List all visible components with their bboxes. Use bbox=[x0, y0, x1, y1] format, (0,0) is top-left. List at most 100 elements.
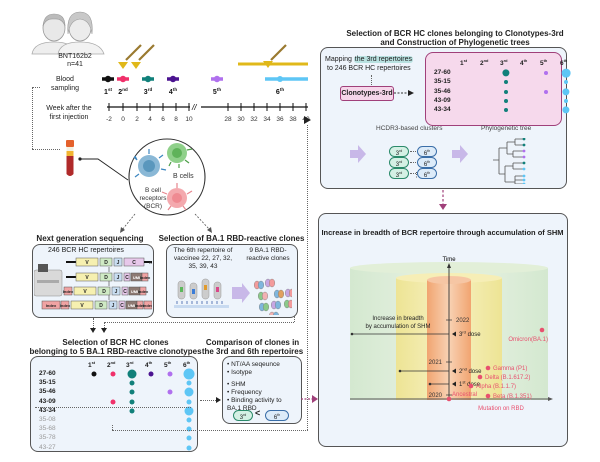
segment-label: V bbox=[83, 289, 87, 295]
polya-tail: AAAA bbox=[149, 260, 152, 265]
clone-id: 35-46 bbox=[39, 388, 56, 396]
week-tick-label: 8 bbox=[174, 116, 178, 123]
week-tick-label: 4 bbox=[148, 116, 152, 123]
column-header: 2nd bbox=[107, 360, 116, 370]
tree-branches bbox=[493, 138, 523, 184]
cluster-link bbox=[410, 151, 416, 152]
mapping-suffix: to 246 BCR HC repertoires bbox=[327, 65, 411, 72]
clone-icon bbox=[274, 300, 281, 310]
tree-leaf bbox=[522, 155, 526, 159]
clone-frequency-dot bbox=[129, 408, 135, 414]
cluster-3rd: 3rd bbox=[389, 146, 409, 157]
segment-label: C bbox=[120, 303, 124, 309]
clone-id: 35-15 bbox=[434, 78, 451, 86]
injection-marker bbox=[118, 62, 128, 69]
clone-icon bbox=[257, 280, 264, 290]
comparison-bullet: • Binding activity to BA.1 RBD bbox=[227, 397, 282, 412]
arrow-icon bbox=[232, 283, 250, 303]
clone-id: 35-68 bbox=[39, 425, 56, 433]
connector-line bbox=[371, 75, 372, 85]
connector-line bbox=[93, 318, 94, 330]
arrow-icon bbox=[301, 395, 318, 403]
injection-marker bbox=[131, 62, 141, 69]
cluster-6th: 6th bbox=[417, 168, 437, 179]
tree-leaf bbox=[522, 143, 526, 147]
clone-frequency-dot bbox=[110, 399, 116, 405]
segment-v bbox=[70, 300, 94, 310]
year-label: 2020 bbox=[429, 393, 443, 399]
cluster-link bbox=[410, 162, 416, 163]
week-tick-label: 2 bbox=[135, 116, 139, 123]
variant-label: Ancestral bbox=[452, 392, 477, 398]
connector-line bbox=[307, 125, 308, 430]
breadth-arrow-end bbox=[398, 369, 402, 373]
clone-frequency-dot bbox=[186, 417, 192, 423]
clone-frequency-dot bbox=[129, 389, 135, 395]
clone-id: 43-27 bbox=[39, 443, 56, 451]
sampling-marker bbox=[277, 76, 283, 82]
segment-d bbox=[94, 300, 108, 310]
increase-label: Increase in breadth bbox=[372, 316, 423, 322]
arrow-icon bbox=[394, 90, 414, 96]
clone-frequency-dot bbox=[504, 80, 508, 85]
clone-frequency-dot bbox=[186, 445, 192, 451]
bcell-magnified-view bbox=[128, 138, 206, 216]
comparison-panel: • NT/AA seqeunce• Isotype• SHM• Frequenc… bbox=[222, 356, 302, 424]
breadth-arrow-end bbox=[350, 332, 354, 336]
segment-label: Index bbox=[135, 303, 146, 308]
clone-frequency-dot bbox=[561, 68, 571, 78]
segment-j bbox=[108, 300, 118, 310]
dose-marker bbox=[452, 368, 456, 374]
variant-label: Omicron(BA.1) bbox=[508, 337, 548, 343]
arrow-icon bbox=[90, 328, 107, 333]
variant-label: Beta (B.1.351) bbox=[493, 394, 532, 400]
variant-point bbox=[539, 327, 545, 333]
segment-c bbox=[121, 286, 129, 296]
clone-frequency-dot bbox=[504, 98, 508, 103]
segment-label: D bbox=[99, 303, 103, 309]
clone-frequency-dot bbox=[564, 98, 568, 103]
segment-j bbox=[113, 272, 123, 282]
segment-label: D bbox=[104, 260, 108, 266]
breadth-title: Increase in breadth of BCR repertoire th… bbox=[321, 228, 564, 237]
clone-icon bbox=[262, 302, 269, 312]
column-header: 2nd bbox=[480, 58, 489, 68]
dose-marker bbox=[452, 381, 456, 387]
week-tick-label: 28 bbox=[224, 116, 232, 123]
tree-leaf bbox=[522, 174, 526, 178]
segment-v bbox=[75, 257, 99, 267]
bcr-label: B cell receptors (BCR) bbox=[139, 187, 167, 210]
week-tick-label: 36 bbox=[276, 116, 284, 123]
segment-label: J bbox=[112, 303, 115, 309]
axis-arrow bbox=[548, 397, 553, 401]
clone-frequency-dot bbox=[129, 399, 135, 405]
variant-label: Delta (B.1.617.2) bbox=[485, 375, 530, 381]
clone-id: 43-34 bbox=[434, 106, 451, 114]
ba1-right-text: 9 BA.1 RBD-reactive clones bbox=[246, 247, 290, 262]
variant-point bbox=[477, 374, 483, 380]
tree-leaf bbox=[522, 149, 526, 153]
week-tick-label: 34 bbox=[263, 116, 271, 123]
clone-frequency-dot bbox=[186, 426, 192, 432]
connector-line bbox=[78, 157, 129, 181]
ba1-selection-title: Selection of BA.1 RBD-reactive clones bbox=[158, 234, 305, 243]
segment-label: Index bbox=[63, 289, 74, 294]
segment-v bbox=[73, 286, 97, 296]
column-header: 4th bbox=[520, 58, 528, 68]
segment-label: V bbox=[85, 260, 89, 266]
week-label: Week after the first injection bbox=[46, 105, 92, 121]
week-tick-label: 0 bbox=[121, 116, 125, 123]
segment-label: J bbox=[115, 289, 118, 295]
clonotypes-label: Clonotypes-3rd bbox=[341, 90, 393, 97]
year-label: 2021 bbox=[429, 360, 443, 366]
ngs-title: Next generation sequencing bbox=[36, 234, 144, 243]
antibody-binding-illustration bbox=[174, 278, 292, 315]
tree-leaf bbox=[522, 161, 526, 165]
segment-d bbox=[99, 257, 113, 267]
segment-d bbox=[99, 272, 113, 282]
clusters-title: HCDR3-based clusters bbox=[376, 125, 443, 132]
clone-icon bbox=[289, 288, 292, 298]
clone-frequency-dot bbox=[184, 387, 194, 397]
segment-index bbox=[136, 300, 144, 310]
